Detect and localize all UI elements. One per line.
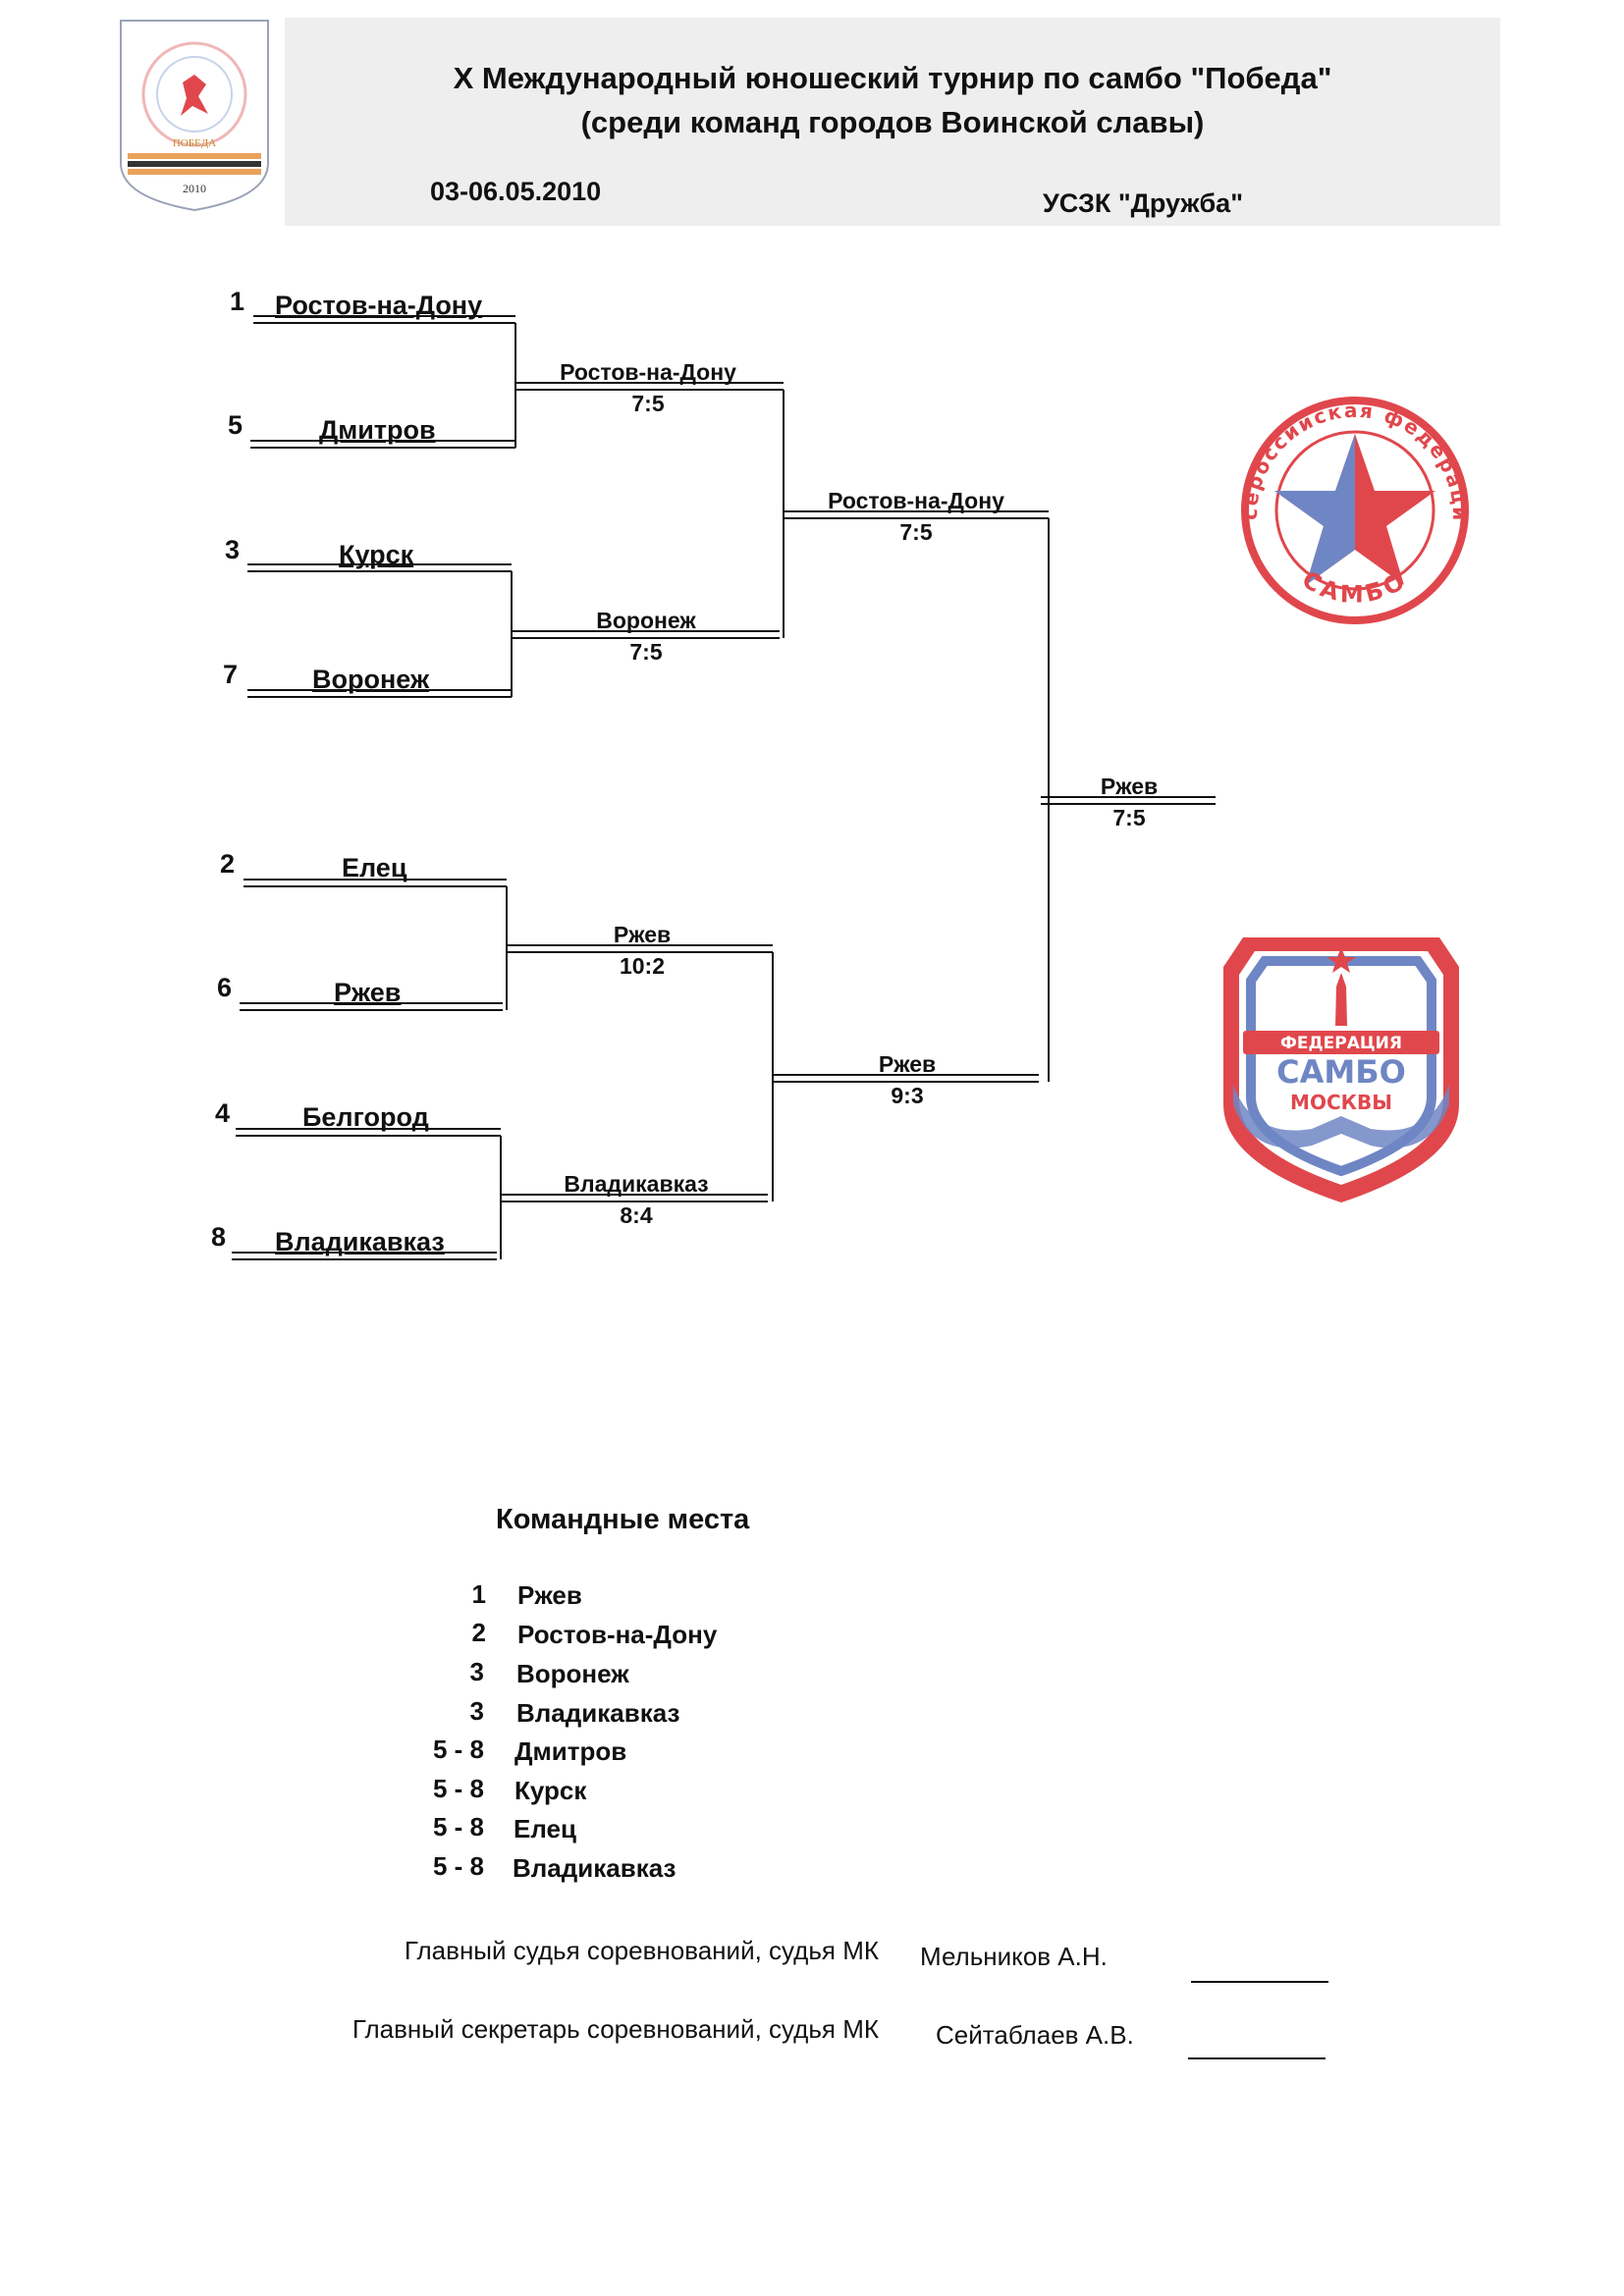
match-score: 10:2	[619, 953, 666, 979]
place-rank: 5 - 8	[432, 1735, 484, 1764]
place-team: Владикавказ	[516, 1698, 680, 1728]
tournament-title: X Международный юношеский турнир по самб…	[453, 61, 1332, 95]
match-score: 9:3	[891, 1083, 924, 1108]
match-winner: Ржев	[878, 1051, 937, 1077]
signature-role: Главный секретарь соревнований, судья МК	[352, 2014, 879, 2044]
team-name: Белгород	[302, 1102, 429, 1132]
place-rank: 5 - 8	[432, 1774, 484, 1803]
signature-line[interactable]	[1188, 2057, 1326, 2059]
header-band	[285, 18, 1500, 226]
place-rank: 2	[471, 1618, 486, 1647]
place-team: Ржев	[517, 1580, 582, 1610]
place-rank: 5 - 8	[432, 1851, 484, 1881]
seed-number: 5	[228, 410, 244, 440]
svg-text:2010: 2010	[183, 182, 206, 195]
match-score: 8:4	[620, 1202, 653, 1228]
place-team: Владикавказ	[513, 1853, 677, 1883]
seed-number: 6	[217, 973, 233, 1002]
match-score: 7:5	[631, 391, 665, 416]
slot-lines-round1	[232, 315, 515, 1260]
place-rank: 3	[469, 1657, 484, 1686]
moscow-sambo-federation-logo: ФЕДЕРАЦИЯ САМБО МОСКВЫ	[1223, 937, 1459, 1202]
place-rank: 1	[471, 1579, 486, 1609]
place-rank: 3	[469, 1696, 484, 1726]
match-winner: Ростов-на-Дону	[828, 488, 1004, 513]
match-winner: Владикавказ	[564, 1171, 709, 1197]
team-name: Владикавказ	[275, 1227, 445, 1256]
signature-name: Мельников А.Н.	[920, 1942, 1108, 1971]
svg-text:ПОБЕДА: ПОБЕДА	[173, 137, 216, 149]
match-score: 7:5	[629, 639, 663, 665]
place-team: Ростов-на-Дону	[517, 1620, 718, 1649]
signature-line[interactable]	[1191, 1981, 1328, 1983]
final-score: 7:5	[1112, 805, 1146, 830]
match-score: 7:5	[899, 519, 933, 545]
svg-text:ФЕДЕРАЦИЯ: ФЕДЕРАЦИЯ	[1280, 1034, 1402, 1053]
seed-number: 1	[230, 287, 245, 316]
seed-number: 3	[225, 535, 241, 564]
team-name: Воронеж	[312, 665, 430, 694]
place-rank: 5 - 8	[432, 1812, 484, 1842]
match-winner: Ростов-на-Дону	[560, 359, 736, 385]
pobeda-emblem-logo: ПОБЕДА 2010	[120, 20, 269, 212]
place-team: Воронеж	[516, 1659, 629, 1688]
seed-number: 2	[220, 849, 236, 879]
svg-text:САМБО: САМБО	[1276, 1053, 1406, 1091]
place-team: Дмитров	[514, 1736, 627, 1766]
signature-role: Главный судья соревнований, судья МК	[404, 1936, 879, 1965]
team-name: Ростов-на-Дону	[275, 291, 483, 320]
star-federation-logo: Всероссийская федерация САМБО	[1218, 393, 1470, 624]
signature-name: Сейтаблаев А.В.	[936, 2020, 1134, 2050]
seed-number: 8	[211, 1222, 227, 1252]
event-venue: УСЗК "Дружба"	[1043, 188, 1243, 218]
seed-number: 7	[223, 660, 239, 689]
match-winner: Ржев	[613, 922, 672, 947]
event-date: 03-06.05.2010	[430, 177, 602, 206]
team-name: Курск	[339, 540, 414, 569]
seed-number: 4	[215, 1098, 231, 1128]
svg-text:МОСКВЫ: МОСКВЫ	[1290, 1091, 1392, 1114]
tournament-subtitle: (среди команд городов Воинской славы)	[580, 105, 1205, 139]
team-name: Дмитров	[319, 415, 436, 445]
match-winner: Воронеж	[596, 608, 696, 633]
bracket-lines	[232, 315, 1216, 1260]
team-name: Ржев	[334, 978, 402, 1007]
place-team: Елец	[514, 1814, 576, 1843]
team-name: Елец	[342, 853, 407, 882]
places-title: Командные места	[496, 1504, 750, 1535]
place-team: Курск	[514, 1776, 587, 1805]
final-winner: Ржев	[1100, 774, 1159, 799]
